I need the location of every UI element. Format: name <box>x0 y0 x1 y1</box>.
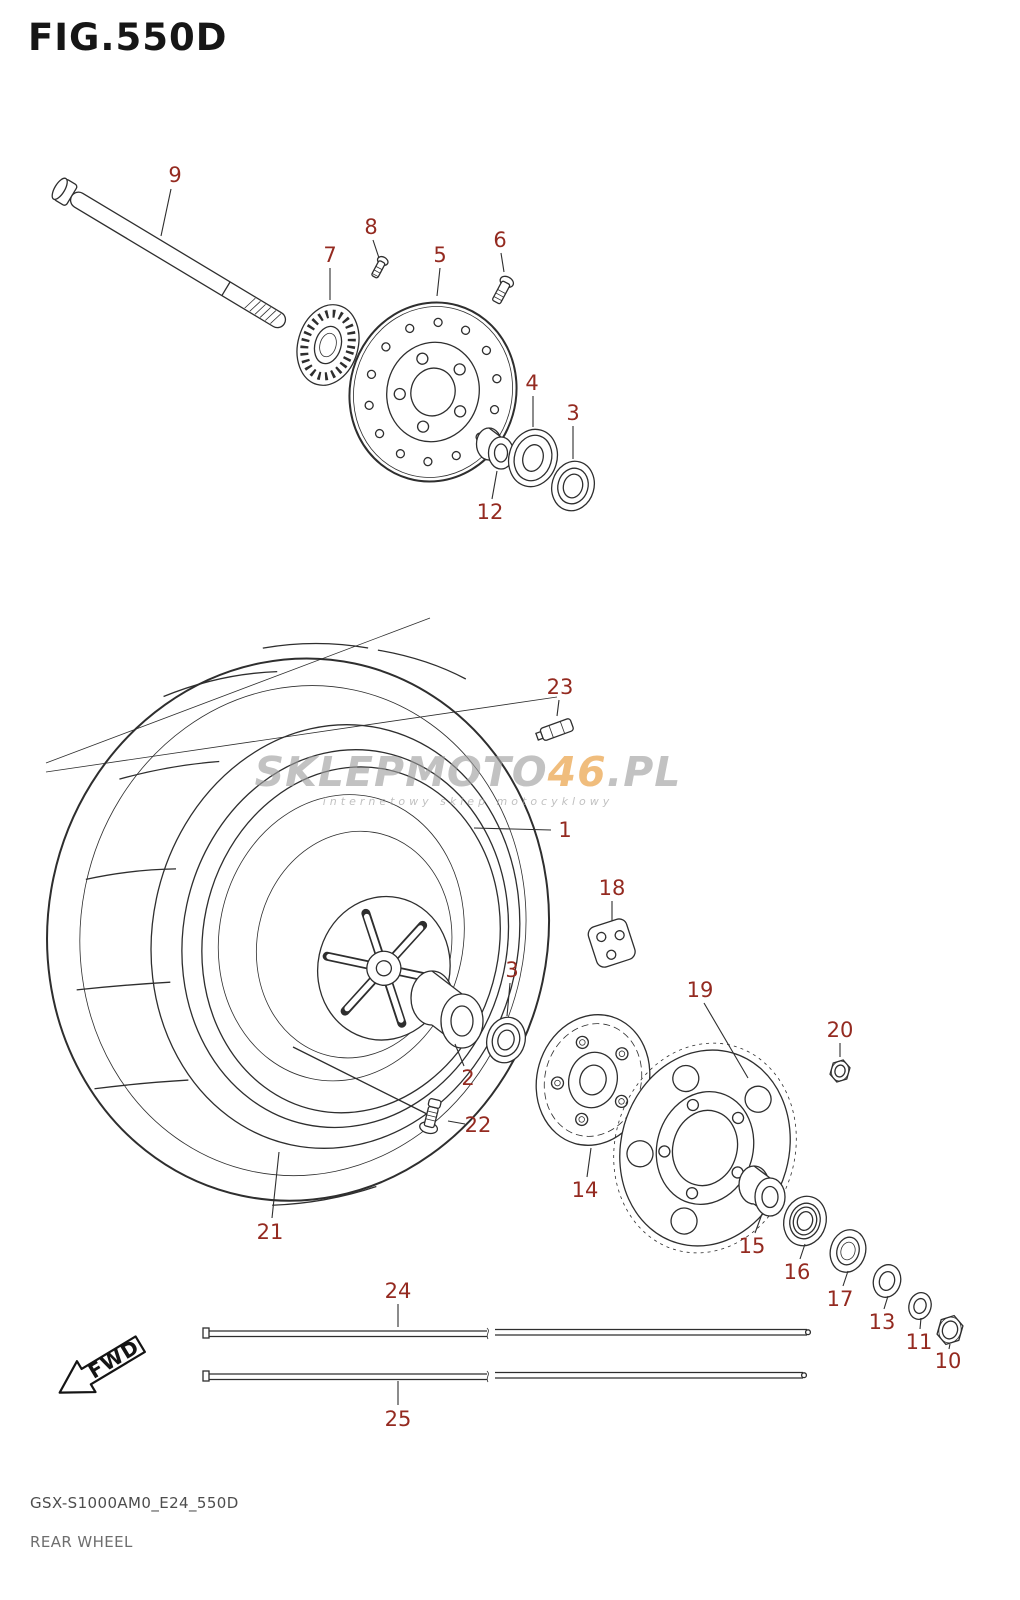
brake-disc <box>348 301 518 483</box>
spacer-2 <box>410 970 484 1049</box>
figure-title: FIG.550D <box>28 16 228 59</box>
fwd-label: FWD <box>84 1334 144 1383</box>
rim-band-24 <box>202 1327 812 1340</box>
leader-lines <box>160 188 951 1405</box>
footer: GSX-S1000AM0_E24_550D REAR WHEEL <box>30 1494 239 1551</box>
bearing-3-lower <box>486 1016 526 1064</box>
rim-band-25 <box>202 1370 808 1383</box>
abs-sensor-rotor <box>296 304 360 386</box>
valve-pointer-line <box>292 1046 428 1115</box>
wheel-rim <box>181 749 510 1129</box>
sprocket-drum <box>535 1014 651 1146</box>
washer-13 <box>872 1264 902 1298</box>
collar-15 <box>738 1165 786 1217</box>
seal-17 <box>829 1229 867 1273</box>
disc-bolt <box>492 275 515 305</box>
tire <box>46 642 551 1206</box>
bearing-16 <box>783 1195 827 1247</box>
figure-caption: REAR WHEEL <box>30 1533 133 1551</box>
air-valve <box>419 1097 442 1135</box>
axle-nut <box>936 1314 964 1346</box>
dust-seal-4 <box>507 428 559 488</box>
axle-shaft <box>51 177 287 329</box>
sprocket-nut <box>829 1059 851 1083</box>
washer-11 <box>908 1292 932 1320</box>
fwd-arrow: FWD <box>58 1334 146 1394</box>
balance-weight <box>535 718 574 741</box>
rotor-bolt <box>371 255 389 279</box>
construction-lines <box>45 617 558 773</box>
part-code: GSX-S1000AM0_E24_550D <box>30 1494 239 1512</box>
bearing-3-upper <box>551 460 595 512</box>
cushion-damper <box>587 918 636 968</box>
